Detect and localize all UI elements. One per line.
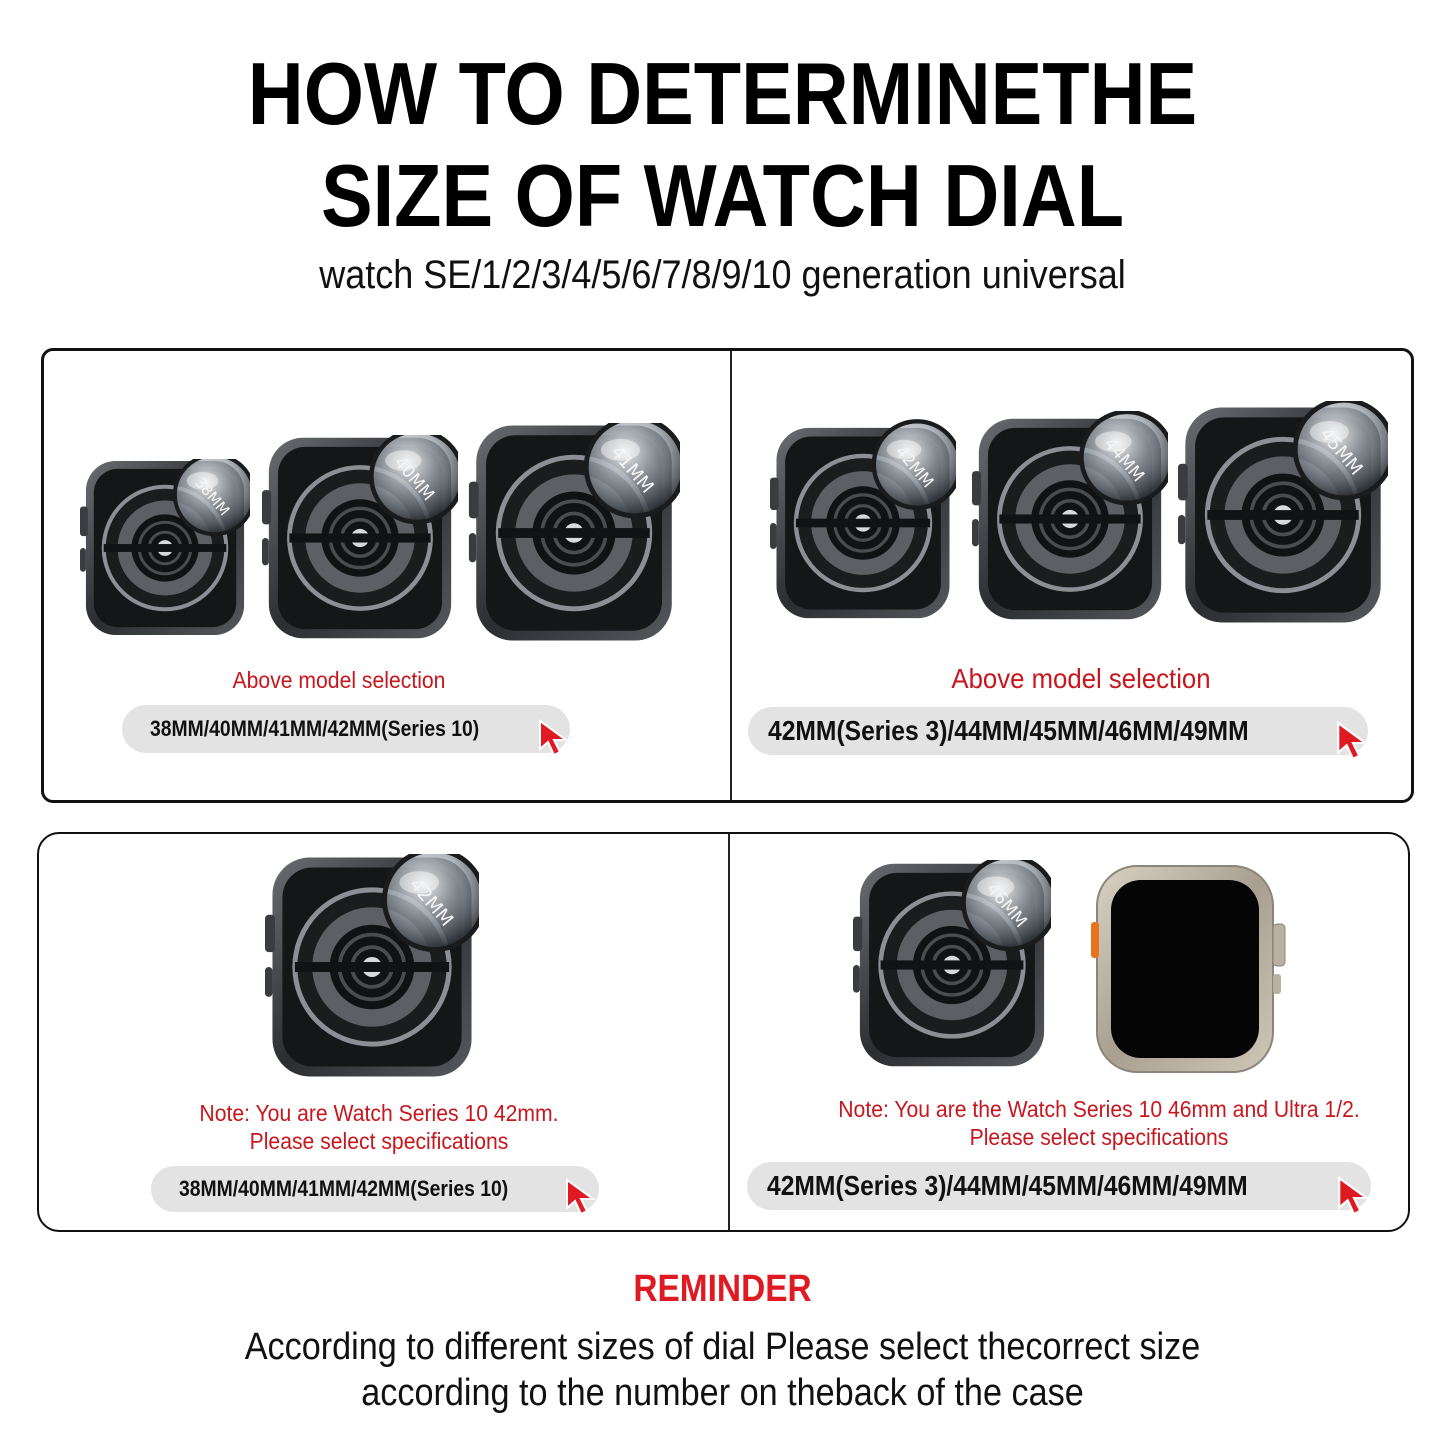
note-line-1: Note: You are the Watch Series 10 46mm a… xyxy=(838,1096,1360,1122)
title-line-1: HOW TO DETERMINETHE xyxy=(247,44,1198,143)
note-line-2: Please select specifications xyxy=(249,1128,509,1154)
red-arrow-cursor-icon xyxy=(1337,721,1369,761)
watch-back-icon: 44MM xyxy=(972,411,1168,627)
watch-back-icon: 42MM xyxy=(265,854,479,1080)
panel-row-top: 38MM 40MM 41MM Above model selection 38M… xyxy=(41,348,1414,803)
panel-row-bottom: 42MM Note: You are Watch Series 10 42mm.… xyxy=(37,832,1410,1232)
caption: Above model selection xyxy=(232,667,446,693)
red-arrow-cursor-icon xyxy=(539,719,570,757)
caption: Above model selection xyxy=(951,663,1211,694)
watch-back-icon: 40MM xyxy=(262,435,458,641)
watch-back-icon: 38MM xyxy=(80,459,250,637)
watch-back-icon: 42MM xyxy=(770,419,956,627)
note-line-1: Note: You are Watch Series 10 42mm. xyxy=(199,1100,559,1126)
note-line-2: Please select specifications xyxy=(969,1124,1229,1150)
reminder-heading: REMINDER xyxy=(633,1268,812,1310)
ultra-watch-icon xyxy=(1091,865,1286,1073)
size-list: 42MM(Series 3)/44MM/45MM/46MM/49MM xyxy=(768,715,1249,746)
size-list: 42MM(Series 3)/44MM/45MM/46MM/49MM xyxy=(767,1170,1248,1201)
watch-back-icon: 41MM xyxy=(468,423,680,643)
watch-back-icon: 45MM xyxy=(1178,401,1388,629)
footer-line-1: According to different sizes of dial Ple… xyxy=(244,1326,1201,1368)
size-pill: 42MM(Series 3)/44MM/45MM/46MM/49MM xyxy=(748,707,1368,755)
size-list: 38MM/40MM/41MM/42MM(Series 10) xyxy=(179,1176,509,1201)
size-list: 38MM/40MM/41MM/42MM(Series 10) xyxy=(150,716,480,741)
red-arrow-cursor-icon xyxy=(566,1178,597,1216)
size-pill: 38MM/40MM/41MM/42MM(Series 10) xyxy=(122,705,570,753)
red-arrow-cursor-icon xyxy=(1338,1176,1370,1216)
size-pill: 38MM/40MM/41MM/42MM(Series 10) xyxy=(151,1166,599,1212)
panel-divider xyxy=(728,834,730,1230)
footer-line-2: according to the number on theback of th… xyxy=(361,1372,1084,1414)
size-pill: 42MM(Series 3)/44MM/45MM/46MM/49MM xyxy=(747,1162,1371,1210)
panel-divider xyxy=(730,351,732,800)
title-line-2: SIZE OF WATCH DIAL xyxy=(320,146,1125,245)
subtitle: watch SE/1/2/3/4/5/6/7/8/9/10 generation… xyxy=(319,253,1126,297)
watch-back-icon: 46MM xyxy=(853,860,1051,1070)
